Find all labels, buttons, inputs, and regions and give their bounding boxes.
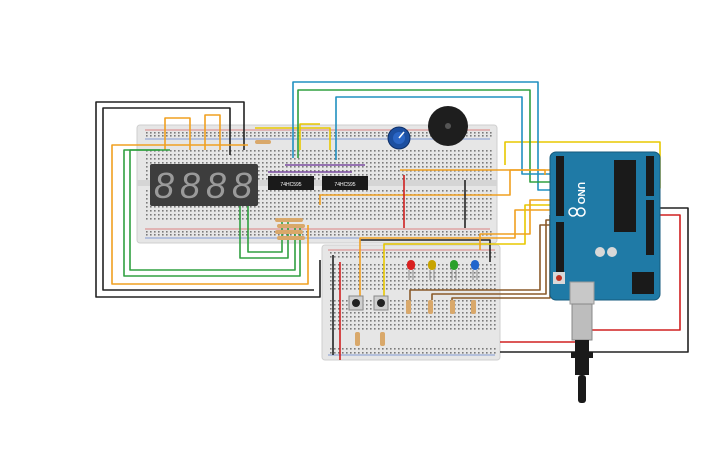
wire-orange	[164, 117, 191, 150]
wire-orange	[319, 169, 550, 205]
wire-black	[500, 207, 689, 353]
wire-yellow	[299, 123, 320, 150]
wire-blue	[292, 81, 550, 191]
led-green[interactable]	[450, 260, 458, 280]
shift-register-chip[interactable]: 74HC595	[268, 176, 314, 190]
wire-black	[102, 107, 314, 291]
wire-green	[297, 89, 550, 183]
wire-black	[95, 101, 321, 298]
wire-yellow	[383, 204, 552, 300]
shift-register-chip[interactable]: 74HC595	[322, 176, 368, 190]
chip-label: 74HC595	[334, 182, 355, 188]
wire-yellow	[255, 127, 331, 150]
wire-orange	[479, 199, 552, 250]
chip-label: 74HC595	[280, 182, 301, 188]
wire-brown	[431, 219, 552, 300]
resistor-array[interactable]	[255, 140, 305, 240]
arduino-uno-board[interactable]: UNO	[549, 151, 661, 305]
wire-black	[360, 239, 491, 262]
led-blue[interactable]	[471, 260, 479, 280]
wire-red	[500, 214, 681, 343]
push-button[interactable]	[348, 295, 364, 311]
push-button[interactable]	[373, 295, 389, 311]
seven-segment-display[interactable]: 8 8 8 8	[150, 164, 258, 206]
led-red[interactable]	[407, 260, 415, 280]
display-digit: 8	[232, 165, 252, 206]
wire-brown	[409, 224, 552, 300]
wire-orange	[359, 209, 552, 300]
arduino-brand: UNO	[575, 182, 586, 204]
display-digit: 8	[206, 165, 226, 206]
wire-green	[129, 149, 296, 271]
led-resistors[interactable]	[406, 300, 476, 314]
piezo-buzzer[interactable]	[428, 106, 468, 146]
wires[interactable]	[95, 81, 689, 360]
usb-cable[interactable]	[571, 303, 593, 403]
display-digit: 8	[180, 165, 200, 206]
display-digit: 8	[154, 165, 174, 206]
wire-orange	[204, 114, 221, 150]
led-yellow[interactable]	[428, 260, 436, 280]
arduino-logo-icon	[568, 207, 586, 217]
wire-orange	[111, 144, 309, 285]
potentiometer[interactable]	[387, 126, 411, 150]
button-resistors[interactable]	[355, 332, 385, 346]
led-group[interactable]	[407, 260, 479, 280]
breadboard-holes	[330, 252, 496, 354]
wire-blue	[335, 96, 550, 175]
